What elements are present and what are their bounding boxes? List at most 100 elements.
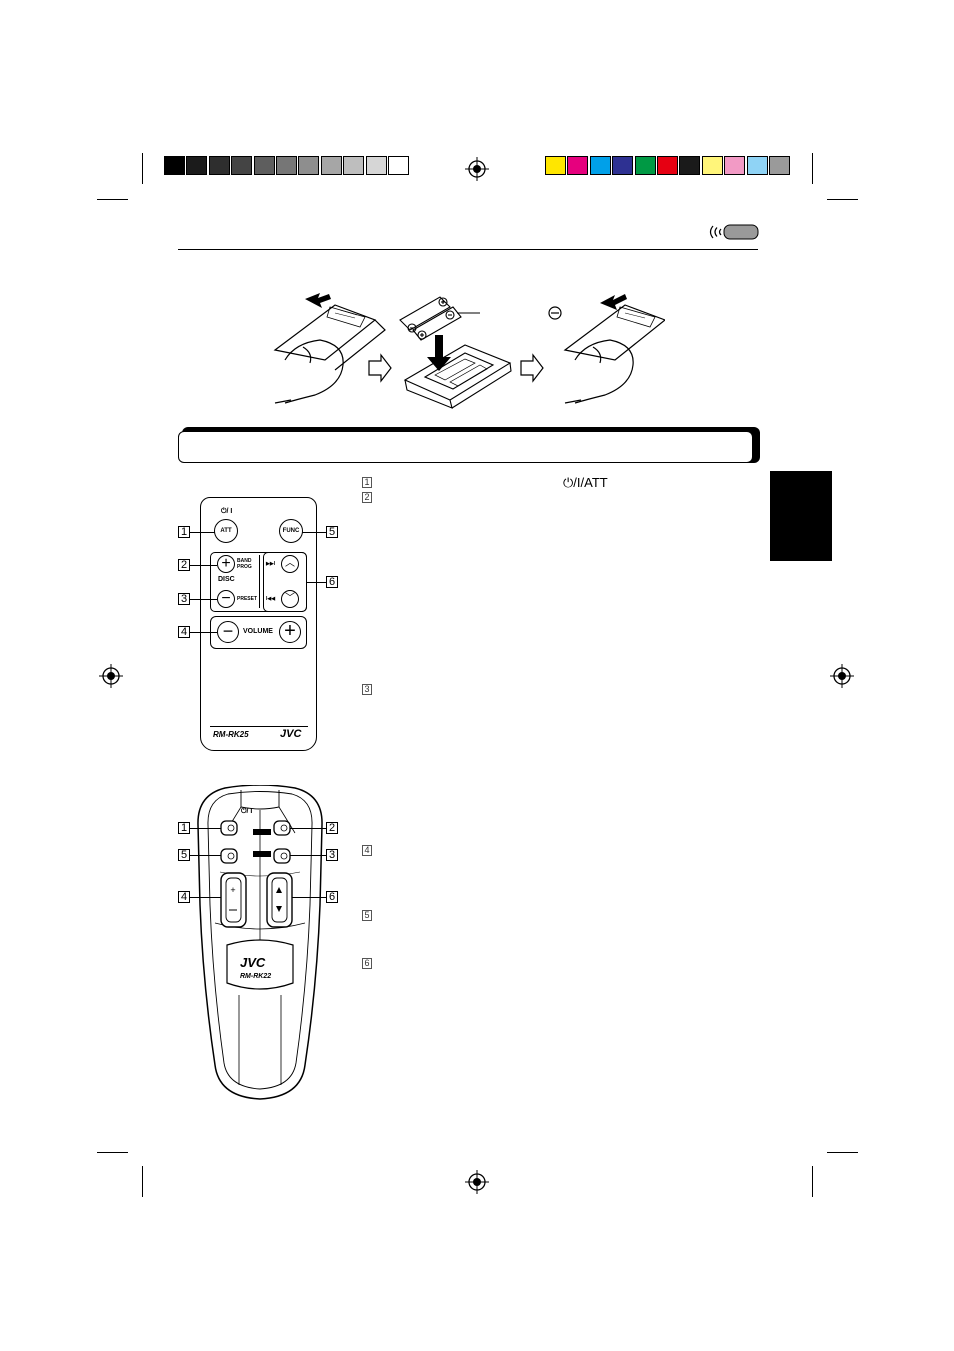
calibration-swatch — [589, 156, 611, 175]
rk25-callout-6: 6 — [326, 576, 338, 588]
rk25-callout-4: 4 — [178, 626, 190, 638]
calibration-swatch — [634, 156, 656, 175]
rk25-callout-1: 1 — [178, 526, 190, 538]
leader-line — [190, 632, 217, 633]
rk22-logo-plate — [226, 939, 294, 990]
calibration-swatch — [365, 156, 387, 175]
header-rule — [178, 249, 758, 250]
battery-installation-illustration — [273, 293, 665, 409]
step1-button-reference: ⏻/I/ATT — [563, 475, 608, 490]
calibration-swatch — [343, 156, 365, 175]
leader-line — [190, 565, 217, 566]
calibration-swatch — [545, 156, 566, 175]
rk25-volume-label: VOLUME — [243, 628, 273, 635]
leader-line — [302, 532, 326, 533]
registration-mark-bottom-icon — [465, 1170, 489, 1194]
rk22-button-3 — [273, 848, 291, 864]
minus-marker-icon — [548, 306, 562, 320]
rk22-callout-6: 6 — [326, 891, 338, 903]
rk25-callout-2: 2 — [178, 559, 190, 571]
next-step-arrow-icon-2 — [520, 353, 544, 383]
slide-right-arrow-icon — [600, 294, 627, 310]
remote-rk22-body: + — [197, 785, 323, 1100]
rk22-callout-3: 3 — [326, 849, 338, 861]
rk22-track-rocker — [266, 872, 293, 928]
rk25-volume-down-button[interactable]: − — [217, 621, 239, 643]
rk25-preset-label: PRESET — [237, 596, 258, 602]
step-number-2: 2 — [362, 492, 372, 503]
rk25-volume-up-button[interactable]: + — [279, 621, 301, 643]
replace-cover-hand-illustration — [548, 304, 665, 404]
batteries-illustration — [399, 296, 480, 341]
rk25-callout-5: 5 — [326, 526, 338, 538]
rk22-brand-logo: JVC — [240, 955, 266, 970]
leader-line — [190, 828, 221, 829]
calibration-swatch — [612, 156, 634, 175]
calibration-swatch — [164, 156, 185, 175]
rk25-disc-label: DISC — [218, 576, 235, 583]
rk25-model-name: RM-RK25 — [213, 730, 249, 739]
rk25-brand-logo: JVC — [280, 728, 302, 740]
step-number-5: 5 — [362, 910, 372, 921]
rk25-down-button[interactable]: ﹀ — [281, 590, 299, 608]
calibration-swatch — [679, 156, 701, 175]
rk22-down-indicator-icon — [253, 851, 271, 857]
calibration-swatch — [701, 156, 723, 175]
leader-line — [290, 828, 326, 829]
rk22-power-button — [220, 820, 238, 836]
rk22-model-name: RM-RK22 — [240, 973, 272, 980]
calibration-swatch — [253, 156, 275, 175]
leader-line — [307, 582, 326, 583]
rk25-power-label: ⏻/ I — [221, 508, 233, 515]
svg-text:+: + — [230, 885, 235, 895]
registration-mark-right-icon — [830, 664, 854, 688]
leader-line — [292, 897, 326, 898]
remote-rk25-body — [200, 497, 317, 751]
calibration-swatch — [657, 156, 678, 175]
rk25-func-button[interactable]: FUNC — [279, 519, 303, 543]
leader-line — [190, 897, 221, 898]
step-number-4: 4 — [362, 845, 372, 856]
remote-battery-compartment-illustration — [403, 344, 512, 409]
calibration-swatch — [298, 156, 320, 175]
slide-left-arrow-icon — [305, 293, 331, 308]
rk22-callout-1: 1 — [178, 822, 190, 834]
insert-down-arrow-icon — [427, 335, 451, 371]
rk25-disc-plus-button[interactable]: + — [217, 555, 235, 573]
remove-cover-hand-illustration — [273, 304, 386, 404]
rk22-callout-5: 5 — [178, 849, 190, 861]
step-number-1: 1 — [362, 477, 372, 488]
rk22-func-button — [220, 848, 238, 864]
registration-mark-left-icon — [99, 664, 123, 688]
calibration-swatch — [208, 156, 230, 175]
calibration-swatch — [769, 156, 790, 175]
rk25-track-panel — [263, 552, 307, 612]
rk25-band-label: BAND PROG — [237, 558, 252, 570]
section-title-bar — [178, 431, 753, 463]
rk25-up-button[interactable]: ︿ — [281, 555, 299, 573]
rk22-volume-rocker — [220, 872, 247, 928]
prev-track-icon: I◀◀ — [266, 596, 276, 602]
leader-line — [190, 855, 221, 856]
next-step-arrow-icon — [368, 353, 392, 383]
calibration-swatch — [567, 156, 589, 175]
step-number-6: 6 — [362, 958, 372, 969]
rk25-att-button[interactable]: ATT — [214, 519, 238, 543]
calibration-swatch — [746, 156, 768, 175]
next-track-icon: ▶▶I — [266, 561, 276, 567]
calibration-swatch — [186, 156, 208, 175]
leader-line — [290, 855, 326, 856]
calibration-swatch — [276, 156, 297, 175]
calibration-swatch — [320, 156, 342, 175]
signal-waves-icon — [709, 224, 759, 240]
rk22-callout-4: 4 — [178, 891, 190, 903]
calibration-swatch — [388, 156, 409, 175]
chapter-side-tab — [770, 471, 832, 561]
calibration-swatch — [724, 156, 746, 175]
calibration-swatch — [231, 156, 253, 175]
leader-line — [190, 599, 217, 600]
rk25-disc-minus-button[interactable]: − — [217, 590, 235, 608]
rk22-button-2 — [273, 820, 291, 836]
language-tab — [707, 223, 759, 241]
rk22-power-label: ⏻/ I — [241, 808, 253, 815]
